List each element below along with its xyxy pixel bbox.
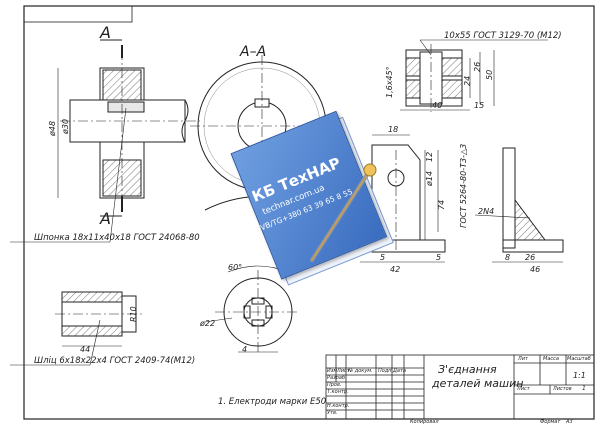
shaft-key-view bbox=[10, 39, 200, 243]
dim-18: 18 bbox=[388, 125, 398, 134]
tb-title-line2: деталей машин bbox=[432, 377, 524, 390]
dim-5b: 5 bbox=[436, 253, 441, 262]
tb-h-lit: Лит bbox=[518, 356, 528, 362]
key-spec: Шпонка 18х11х40х18 ГОСТ 24068-80 bbox=[34, 233, 200, 243]
dim-40: 40 bbox=[432, 101, 442, 110]
dim-44: 44 bbox=[80, 345, 90, 354]
dim-50: 50 bbox=[485, 70, 494, 80]
tb-row-razrab: Разраб. bbox=[327, 375, 347, 381]
tb-h-scale: Масштаб bbox=[567, 356, 591, 362]
note-electrodes: 1. Електроди марки Е50 bbox=[218, 397, 326, 407]
sheet-frame bbox=[23, 5, 595, 420]
dim-d22: ø22 bbox=[199, 319, 215, 328]
spline-section bbox=[204, 265, 300, 353]
tb-col-list: Лист bbox=[337, 368, 350, 374]
weld-symbol: 2N4 bbox=[478, 207, 494, 216]
section-label: A–A bbox=[239, 44, 266, 60]
dim-r10: R10 bbox=[129, 306, 138, 322]
dim-24: 24 bbox=[463, 76, 472, 86]
tb-copied: Копировал bbox=[410, 419, 439, 425]
dim-12: 12 bbox=[425, 152, 434, 162]
tb-row-utv: Утв. bbox=[327, 410, 338, 416]
title-block bbox=[325, 354, 595, 420]
weld-spec: ГОСТ 5264-80-Т3-△3 bbox=[459, 144, 468, 228]
tb-row-nkontr: Н.контр. bbox=[327, 403, 350, 409]
weld-side-view bbox=[474, 147, 564, 263]
tb-scale-val: 1:1 bbox=[573, 371, 586, 380]
dim-d14: ø14 bbox=[425, 171, 434, 187]
tb-row-prov: Пров. bbox=[327, 382, 342, 388]
tb-sheets-label: Листов bbox=[553, 386, 572, 392]
spline-spec: Шліц 6х18х22х4 ГОСТ 2409-74(М12) bbox=[34, 356, 195, 366]
cut-mark-top: A bbox=[99, 23, 111, 42]
bolt-spec: 10x55 ГОСТ 3129-70 (М12) bbox=[444, 31, 562, 41]
tb-col-izm: Изм bbox=[327, 368, 338, 374]
dim-5a: 5 bbox=[380, 253, 385, 262]
dim-15: 15 bbox=[474, 101, 484, 110]
dim-d30: ø30 bbox=[61, 119, 70, 135]
tb-format-label: Формат bbox=[540, 419, 561, 425]
dim-d48: ø48 bbox=[48, 121, 57, 137]
tb-h-mass: Масса bbox=[543, 356, 559, 362]
dim-74: 74 bbox=[437, 200, 446, 210]
dim-46: 46 bbox=[530, 265, 540, 274]
tb-col-doc: № докум. bbox=[348, 368, 373, 374]
tb-col-sign: Подп. bbox=[378, 368, 394, 374]
bolt-joint-view bbox=[400, 39, 548, 112]
tb-row-tkontr: Т.контр. bbox=[327, 389, 349, 395]
watermark-compass bbox=[310, 163, 377, 262]
tb-col-date: Дата bbox=[393, 368, 406, 374]
weld-front-view bbox=[360, 134, 446, 263]
dim-26: 26 bbox=[473, 62, 482, 72]
tb-title-line1: З'єднання bbox=[438, 363, 497, 376]
dim-4: 4 bbox=[242, 345, 247, 354]
dim-angle: 60° bbox=[228, 263, 242, 272]
tb-sheet-label: Лист bbox=[517, 386, 530, 392]
dim-42: 42 bbox=[390, 265, 400, 274]
tb-format-val: А3 bbox=[566, 419, 573, 425]
dim-chamfer: 1,6x45° bbox=[385, 66, 394, 98]
tb-sheets-val: 1 bbox=[582, 385, 586, 392]
cut-mark-bottom: A bbox=[99, 209, 111, 228]
dim-26b: 26 bbox=[525, 253, 535, 262]
dim-8: 8 bbox=[505, 253, 510, 262]
spline-view bbox=[10, 291, 145, 366]
